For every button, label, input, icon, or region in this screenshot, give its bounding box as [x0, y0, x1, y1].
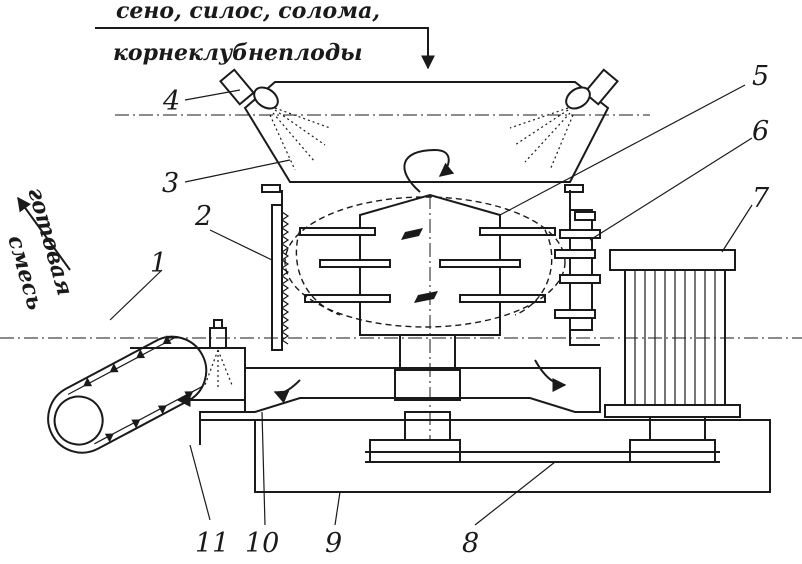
- circulation-path-right: [514, 229, 553, 316]
- callout-4: 4: [162, 86, 180, 117]
- callout-7: 7: [752, 183, 770, 214]
- drive-belt: [365, 451, 720, 463]
- discharge-arrow-right: [534, 359, 567, 392]
- callout-1: 1: [150, 248, 167, 279]
- discharge-chamber: [244, 367, 601, 413]
- side-housing: [130, 347, 246, 445]
- circulation-path-outer: [284, 196, 566, 328]
- rotor-blades: [299, 227, 556, 303]
- screen-plate: [271, 204, 283, 351]
- callout-8: 8: [462, 528, 479, 559]
- discharge-arrow-left: [273, 379, 301, 404]
- output-conveyor: [47, 335, 208, 454]
- spray-pattern-right: [509, 107, 574, 171]
- spray-pattern-left: [269, 107, 331, 171]
- callout-3: 3: [162, 168, 179, 199]
- feed-direction-arrow: [95, 27, 435, 70]
- callout-5: 5: [752, 61, 769, 92]
- circulation-path-left: [295, 229, 341, 316]
- rotor-coupling: [404, 411, 451, 441]
- water-nozzle-cap: [213, 319, 223, 329]
- input-label-line1: сено, силос, солома,: [116, 0, 380, 24]
- callout-6: 6: [752, 116, 769, 147]
- callout-9: 9: [325, 528, 342, 559]
- electric-motor: [604, 249, 741, 418]
- water-spray: [204, 349, 233, 388]
- flange-right: [564, 184, 584, 193]
- rotor-shaft: [399, 334, 456, 371]
- base-frame: [254, 419, 771, 493]
- flange-left: [261, 184, 281, 193]
- leader-lines: [109, 84, 753, 526]
- rotor-body: [359, 193, 501, 336]
- gear-column: [554, 209, 601, 331]
- spray-nozzle-left: [219, 68, 279, 110]
- callout-2: 2: [194, 201, 212, 232]
- spray-nozzle-right: [565, 68, 619, 110]
- hopper: [243, 81, 610, 183]
- swirl-arrow: [403, 148, 455, 193]
- screen-teeth: [280, 211, 290, 345]
- output-direction-arrow: [17, 196, 71, 271]
- rotor-hub: [394, 369, 461, 401]
- input-label-line2: корнеклубнеплоды: [113, 40, 363, 66]
- callout-10: 10: [245, 528, 279, 559]
- callout-11: 11: [195, 528, 229, 559]
